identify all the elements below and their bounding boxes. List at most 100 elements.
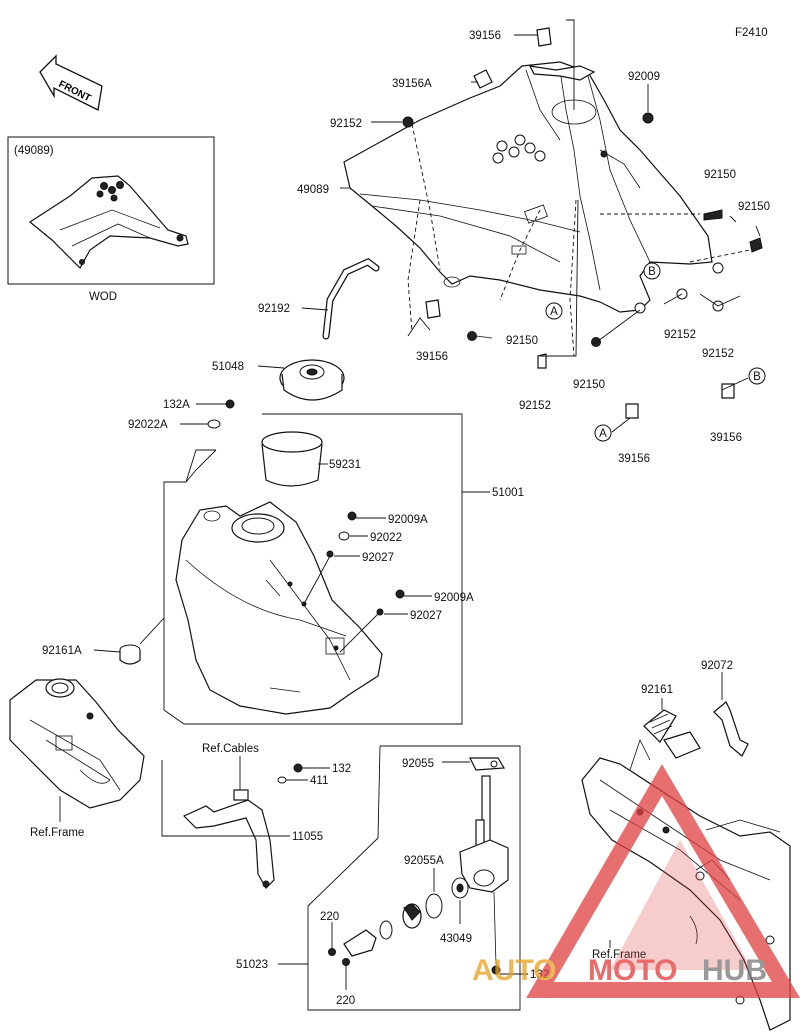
label-411: 411 (310, 775, 328, 787)
label-51023: 51023 (236, 959, 268, 971)
marker-a-2: A (594, 424, 612, 442)
bolt-92150-b (749, 237, 763, 253)
frame-left (9, 678, 145, 809)
label-92055: 92055 (402, 758, 434, 770)
gasket-43049 (451, 877, 469, 899)
screw-220-b (342, 958, 350, 966)
tap-cover-plate (343, 929, 377, 957)
o-ring-92055A (425, 893, 443, 919)
bolt-92150-c (467, 331, 477, 341)
label-92150-a: 92150 (704, 169, 736, 181)
o-ring-small (379, 920, 393, 940)
label-92009: 92009 (628, 71, 660, 83)
label-92022A: 92022A (128, 419, 168, 431)
clip-39156-top (536, 27, 552, 47)
label-92192: 92192 (258, 303, 290, 315)
watermark-text-b: MOTO (588, 954, 677, 987)
label-92152-top: 92152 (330, 118, 362, 130)
label-92150-b: 92150 (738, 201, 770, 213)
label-39156-b: 39156 (710, 432, 742, 444)
washer-92022A (207, 419, 221, 429)
bolt-92150-a (703, 209, 723, 221)
label-92055A: 92055A (404, 855, 444, 867)
tap-group-outline (307, 745, 521, 1011)
tank-group-outline (163, 413, 463, 725)
washer-411 (277, 776, 287, 784)
label-92022: 92022 (370, 532, 402, 544)
shroud-49089 (343, 61, 724, 314)
label-59231: 59231 (329, 459, 361, 471)
watermark-text-c: HUB (702, 954, 767, 987)
filter-plate-92055 (469, 757, 506, 771)
label-132A: 132A (163, 399, 190, 411)
label-92150-d: 92150 (573, 379, 605, 391)
label-92152-r2: 92152 (702, 348, 734, 360)
label-220-b: 220 (336, 995, 355, 1007)
label-92072: 92072 (701, 660, 733, 672)
inset-variant-label: WOD (89, 291, 117, 303)
label-49089: 49089 (297, 184, 329, 196)
inset-box: (49089) (7, 136, 215, 285)
label-92161: 92161 (641, 684, 673, 696)
clip-39156-b (721, 383, 735, 399)
watermark-text-a: AUTO (472, 954, 556, 987)
label-92027-2: 92027 (410, 610, 442, 622)
screw-220-a (328, 948, 336, 956)
label-39156-mid: 39156 (416, 351, 448, 363)
grommet-92009 (642, 112, 654, 124)
clip-39156A (473, 69, 493, 89)
label-92152-mid: 92152 (519, 400, 551, 412)
label-92150-c: 92150 (506, 335, 538, 347)
label-92161A: 92161A (42, 645, 82, 657)
grommet-92009A-2 (395, 589, 405, 599)
label-11055: 11055 (292, 831, 323, 843)
label-92027-1: 92027 (362, 552, 394, 564)
fuel-cap-51048 (279, 359, 345, 401)
label-ref-frame-left: Ref.Frame (30, 827, 84, 839)
washer-92022 (338, 531, 350, 541)
front-arrow-icon: FRONT (39, 54, 103, 111)
screw-132A (225, 399, 235, 409)
label-132-a: 132 (332, 763, 351, 775)
fuel-tap-body (459, 775, 509, 967)
breather-hose-92192 (322, 257, 380, 340)
collar-92027-1 (326, 550, 334, 558)
cable-holder-11055 (182, 789, 275, 889)
label-92152-r1: 92152 (664, 329, 696, 341)
fuel-tank-51001 (175, 501, 383, 715)
marker-a-1-text: A (550, 306, 558, 318)
label-39156-a: 39156 (618, 453, 650, 465)
strap-92072 (713, 701, 749, 757)
watermark-logo: AUTO MOTO HUB (472, 764, 800, 998)
label-51001: 51001 (492, 487, 524, 499)
marker-b-2: B (748, 367, 766, 385)
label-220-a: 220 (320, 911, 339, 923)
bolt-132-b (491, 965, 501, 975)
clip-39156-a (625, 403, 639, 419)
marker-b-1: B (643, 262, 661, 280)
label-92009A-2: 92009A (434, 592, 474, 604)
label-39156-top: 39156 (469, 30, 501, 42)
damper-92161A (119, 644, 141, 665)
clip-92152-mid (537, 353, 547, 369)
grommet-92152-top (402, 116, 414, 128)
marker-b-2-text: B (753, 371, 761, 383)
label-92009A-1: 92009A (388, 514, 428, 526)
label-51048: 51048 (212, 361, 244, 373)
inset-part-label: (49089) (14, 145, 54, 157)
damper-92161 (643, 709, 701, 759)
bolt-132-a (293, 763, 303, 773)
marker-b-1-text: B (648, 266, 656, 278)
clip-39156-mid (425, 299, 441, 319)
label-39156A: 39156A (392, 78, 432, 90)
lever-tap (402, 903, 422, 929)
label-ref-frame-right: Ref.Frame (592, 949, 646, 961)
filter-59231 (261, 431, 323, 487)
figure-code: F2410 (735, 27, 768, 39)
label-43049: 43049 (440, 933, 472, 945)
collar-92027-2 (376, 608, 384, 616)
marker-a-2-text: A (599, 428, 607, 440)
grommet-92009A-1 (347, 511, 357, 521)
label-ref-cables: Ref.Cables (202, 743, 259, 755)
